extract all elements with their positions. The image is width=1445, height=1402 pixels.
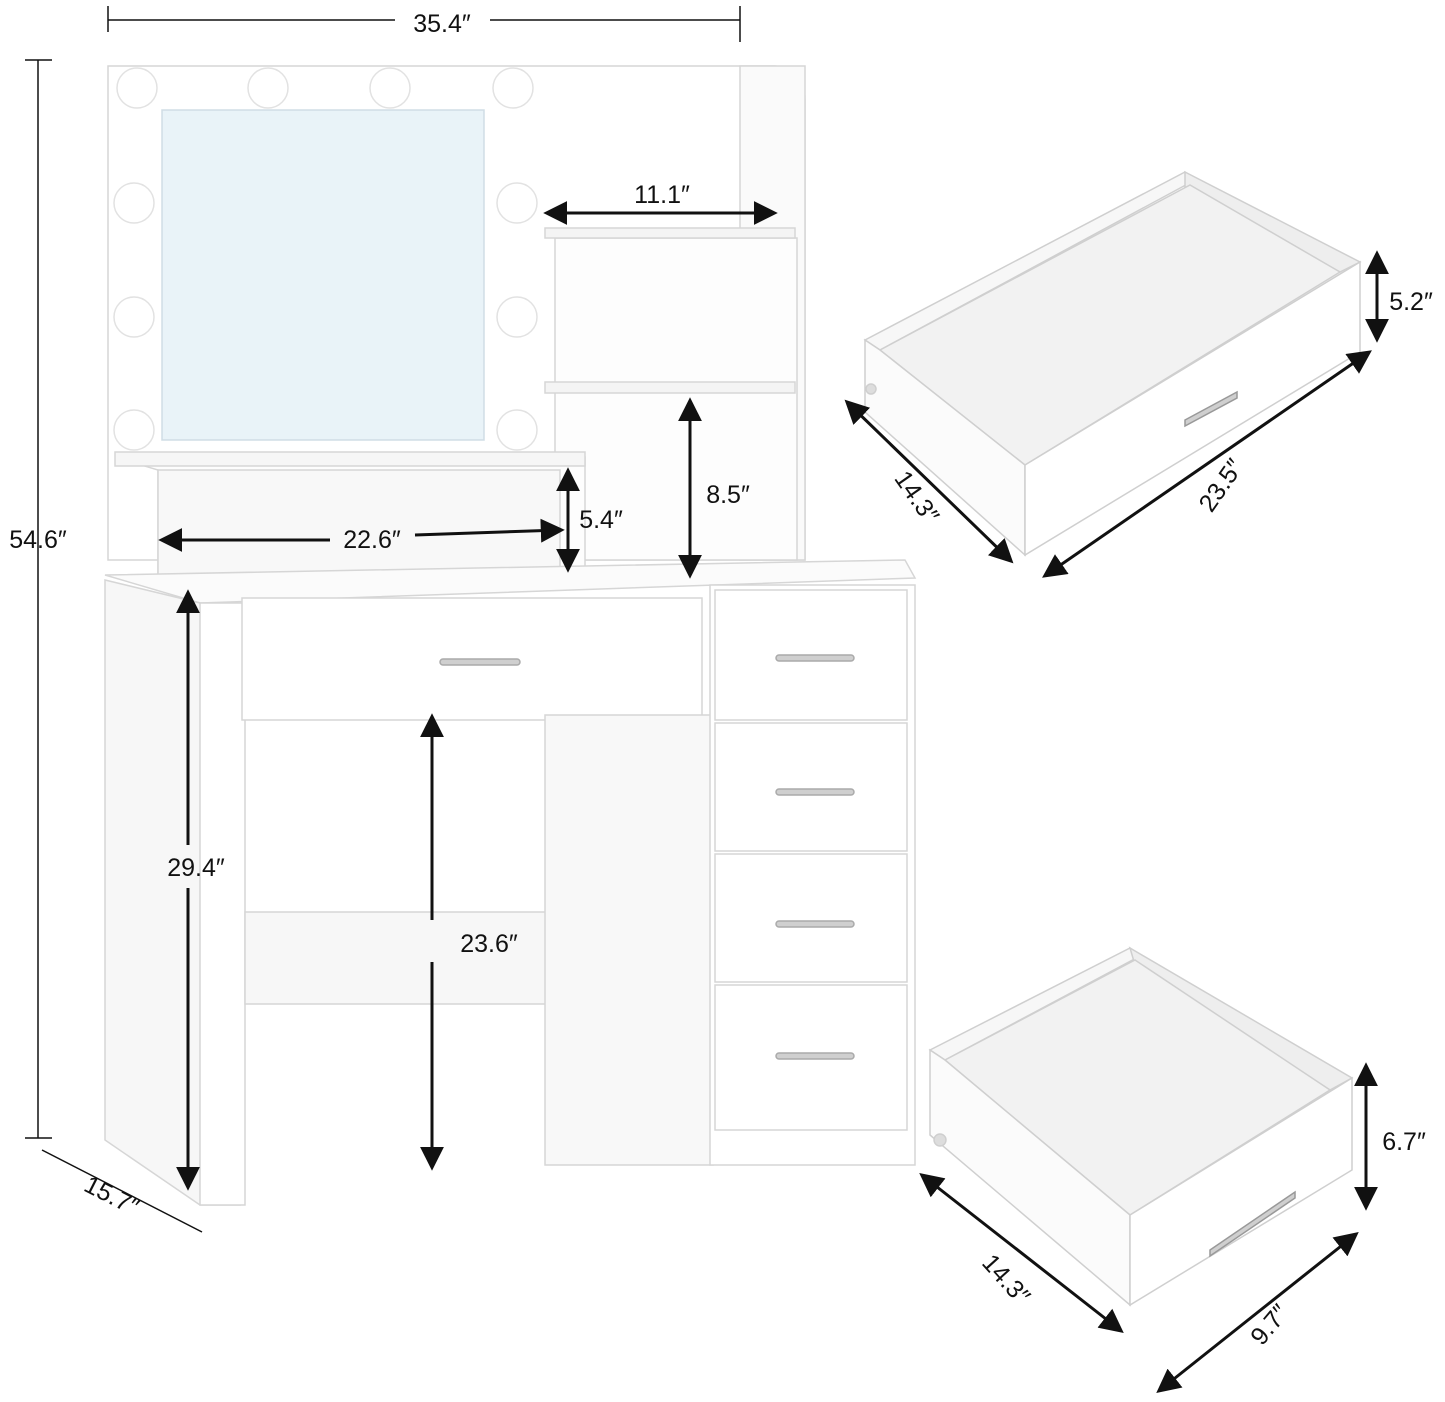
cubby	[114, 451, 586, 579]
bulb	[116, 67, 158, 109]
main-drawer-handle	[439, 658, 521, 666]
small-drawer-roller	[933, 1133, 947, 1147]
cabinet-drawer-3	[714, 853, 908, 983]
cabinet-drawers	[714, 589, 908, 1131]
vanity-bulbs	[113, 67, 538, 451]
cabinet-drawer-2	[714, 722, 908, 852]
bulb	[496, 409, 538, 451]
shelf-width-label: 11.1″	[634, 181, 690, 209]
shelf-top	[544, 227, 796, 239]
left-leg-front	[199, 602, 246, 1206]
overall-width-label: 35.4″	[413, 10, 471, 38]
cubby-height-label: 5.4″	[579, 506, 623, 534]
overall-height-label: 54.6″	[9, 526, 67, 554]
knee-clearance-label: 23.6″	[460, 930, 518, 958]
bulb	[496, 182, 538, 224]
bulb	[496, 296, 538, 338]
bulb	[369, 67, 411, 109]
cabinet-side	[544, 714, 714, 1166]
large-drawer-roller	[865, 383, 877, 395]
small-drawer-width-label: 9.7″	[1245, 1299, 1295, 1351]
bulb	[113, 409, 155, 451]
mirror	[161, 109, 485, 441]
depth-label: 15.7″	[80, 1170, 144, 1221]
large-drawer-illustration	[863, 170, 1362, 557]
bulb	[492, 67, 534, 109]
bulb	[113, 296, 155, 338]
cubby-width-label: 22.6″	[343, 526, 401, 554]
stretcher	[244, 911, 551, 1005]
large-drawer-height-label: 5.2″	[1389, 288, 1433, 316]
bulb	[113, 182, 155, 224]
shelf-unit	[544, 227, 798, 561]
desk-top	[104, 559, 917, 604]
vanity-illustration	[104, 65, 917, 1206]
shelf-spacing-label: 8.5″	[706, 481, 750, 509]
small-drawer-height-label: 6.7″	[1382, 1128, 1426, 1156]
dimension-lines	[25, 6, 1389, 1393]
bulb	[247, 67, 289, 109]
shelf-middle	[544, 381, 796, 394]
desk-height-label: 29.4″	[167, 854, 225, 882]
large-drawer-length-label: 23.5″	[1193, 454, 1249, 517]
